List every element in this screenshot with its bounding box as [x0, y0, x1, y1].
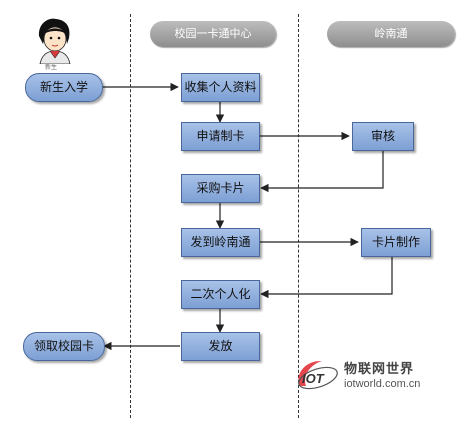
node-send-to-lingnantong[interactable]: 发到岭南通: [181, 228, 260, 257]
node-purchase-card[interactable]: 采购卡片: [181, 174, 260, 203]
node-review[interactable]: 审核: [352, 122, 414, 151]
svg-text:IOT: IOT: [302, 371, 325, 386]
node-collect-info[interactable]: 收集个人资料: [181, 73, 260, 102]
iotworld-watermark: IOT 物联网世界 iotworld.com.cn: [292, 356, 464, 400]
node-distribute[interactable]: 发放: [181, 332, 260, 361]
node-new-student[interactable]: 新生入学: [25, 73, 103, 102]
node-receive-campus-card[interactable]: 领取校园卡: [23, 332, 105, 361]
watermark-name: 物联网世界: [344, 362, 415, 377]
avatar-caption: 新生: [44, 64, 57, 71]
watermark-url: iotworld.com.cn: [344, 378, 421, 390]
arrow-review-to-purchase: [260, 150, 384, 193]
lane-divider-2: [298, 14, 299, 418]
student-avatar-icon: [38, 18, 71, 64]
node-secondary-personalization[interactable]: 二次个人化: [181, 280, 260, 309]
lane-header-campus-center: 校园一卡通中心: [150, 21, 276, 47]
lane-divider-1: [130, 14, 131, 418]
node-apply-card[interactable]: 申请制卡: [181, 122, 260, 151]
node-card-production[interactable]: 卡片制作: [361, 228, 431, 257]
arrow-production-to-personalization: [260, 256, 393, 299]
lane-header-lingnantong: 岭南通: [327, 21, 455, 47]
iot-logo-icon: IOT: [298, 360, 338, 390]
